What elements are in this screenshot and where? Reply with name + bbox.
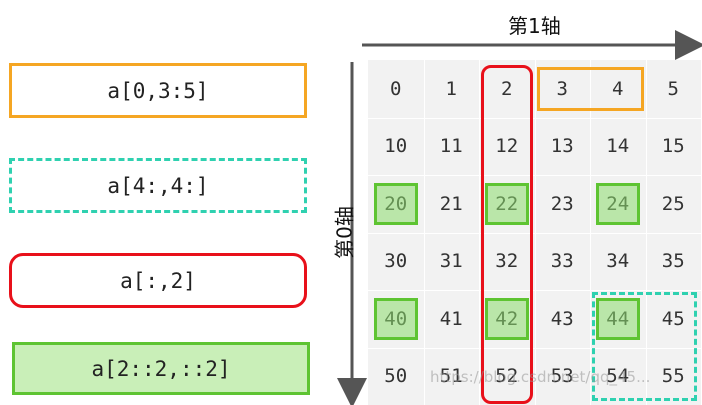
legend-slice-rows4-cols4: a[4:,4:] xyxy=(9,158,307,213)
grid-cell: 0 xyxy=(368,60,424,118)
grid-cell: 53 xyxy=(534,347,590,405)
legend-slice-step2: a[2::2,::2] xyxy=(12,342,310,395)
axis1-label: 第1轴 xyxy=(508,14,561,38)
grid-cell: 40 xyxy=(368,290,424,348)
grid-line xyxy=(590,60,591,405)
grid-line xyxy=(368,290,701,291)
grid-cell: 44 xyxy=(590,290,646,348)
grid-cell: 24 xyxy=(590,175,646,233)
grid-cell: 25 xyxy=(645,175,701,233)
legend-code: a[4:,4:] xyxy=(107,173,209,198)
grid-cell: 3 xyxy=(534,60,590,118)
grid-cell: 41 xyxy=(423,290,479,348)
grid-line xyxy=(368,347,701,349)
grid-cell: 11 xyxy=(423,117,479,175)
grid-cell: 15 xyxy=(645,117,701,175)
grid-cell: 45 xyxy=(645,290,701,348)
grid-cell: 5 xyxy=(645,60,701,118)
grid-cell: 54 xyxy=(590,347,646,405)
legend-code: a[0,3:5] xyxy=(107,78,209,103)
grid-line xyxy=(368,232,701,234)
grid-cell: 35 xyxy=(645,232,701,290)
grid-cell: 23 xyxy=(534,175,590,233)
grid-cell: 10 xyxy=(368,117,424,175)
grid-cell: 32 xyxy=(479,232,535,290)
grid-cell: 30 xyxy=(368,232,424,290)
grid-cell: 22 xyxy=(479,175,535,233)
axis0-label: 第0轴 xyxy=(332,206,357,259)
grid-cell: 51 xyxy=(423,347,479,405)
grid-cell: 33 xyxy=(534,232,590,290)
grid-line xyxy=(645,60,647,405)
grid-cell: 14 xyxy=(590,117,646,175)
legend-slice-row0-cols3-5: a[0,3:5] xyxy=(9,63,307,118)
grid-cell: 55 xyxy=(645,347,701,405)
legend-slice-col2: a[:,2] xyxy=(9,253,307,308)
grid-cell: 50 xyxy=(368,347,424,405)
grid-cell: 31 xyxy=(423,232,479,290)
grid-cell: 2 xyxy=(479,60,535,118)
grid-cell: 43 xyxy=(534,290,590,348)
grid-cell: 34 xyxy=(590,232,646,290)
legend-code: a[2::2,::2] xyxy=(91,356,231,381)
grid-cell: 12 xyxy=(479,117,535,175)
grid-cell: 13 xyxy=(534,117,590,175)
grid-cell: 21 xyxy=(423,175,479,233)
grid-cell: 20 xyxy=(368,175,424,233)
watermark-text: https://blog.csdn.net/qq_45... xyxy=(430,368,651,386)
grid-cell: 42 xyxy=(479,290,535,348)
grid-cell: 52 xyxy=(479,347,535,405)
grid-cell: 1 xyxy=(423,60,479,118)
legend-code: a[:,2] xyxy=(120,268,196,293)
grid-cell: 4 xyxy=(590,60,646,118)
